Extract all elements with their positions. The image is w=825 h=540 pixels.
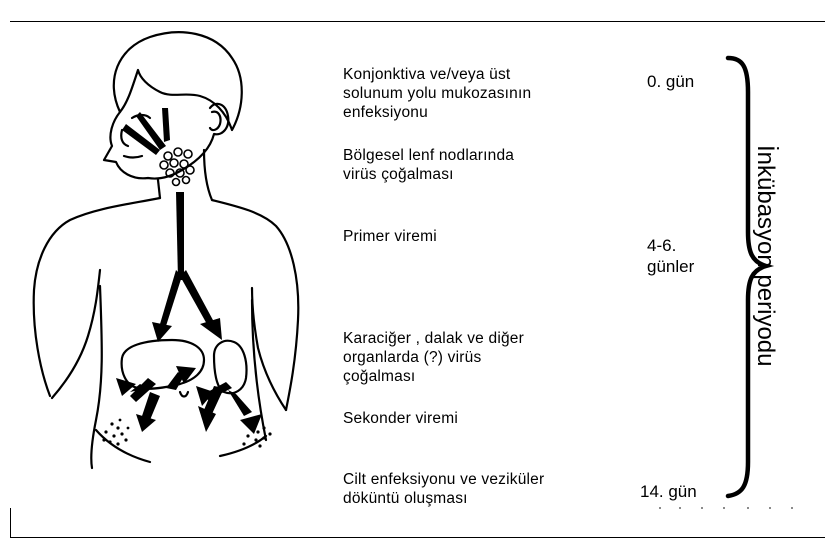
arrow-to-spleen-head bbox=[200, 318, 222, 340]
step-primary-viremia: Primer viremi bbox=[343, 227, 437, 246]
arrow-to-liver-shaft bbox=[160, 270, 182, 326]
step-skin-rash: Cilt enfeksiyonu ve veziküler döküntü ol… bbox=[343, 470, 544, 508]
arm-inner-left bbox=[52, 270, 100, 398]
mouth bbox=[124, 156, 142, 158]
day-marker-0: 0. gün bbox=[647, 71, 694, 92]
day-marker-4-6: 4-6. günler bbox=[647, 235, 694, 277]
ear-outline bbox=[210, 112, 221, 130]
navel bbox=[180, 392, 188, 397]
shoulder-right bbox=[212, 200, 298, 410]
secondary-arrow-2 bbox=[142, 392, 160, 420]
primary-viremia-stem bbox=[176, 192, 184, 280]
step-mucosa-infection: Konjonktiva ve/veya üst solunum yolu muk… bbox=[343, 65, 531, 122]
neck-right bbox=[204, 150, 212, 200]
face-arrow-3 bbox=[162, 108, 170, 142]
day-marker-14: 14. gün bbox=[640, 481, 697, 502]
neck-left bbox=[158, 180, 160, 198]
step-lymph-node-replication: Bölgesel lenf nodlarında virüs çoğalması bbox=[343, 146, 514, 184]
arrow-to-spleen-shaft bbox=[180, 270, 214, 326]
spleen-shape bbox=[214, 341, 247, 393]
secondary-arrow-5 bbox=[228, 390, 252, 416]
step-secondary-viremia: Sekonder viremi bbox=[343, 409, 458, 428]
incubation-period-label: İnkübasyon periyodu bbox=[750, 145, 780, 395]
lymph-nodes bbox=[160, 148, 194, 186]
dotted-line bbox=[658, 506, 798, 510]
step-organ-replication: Karaciğer , dalak ve diğer organlarda (?… bbox=[343, 329, 524, 386]
liver-shape bbox=[122, 340, 204, 389]
hair-outline bbox=[114, 32, 242, 130]
skin-rash-dots-right bbox=[242, 426, 271, 447]
